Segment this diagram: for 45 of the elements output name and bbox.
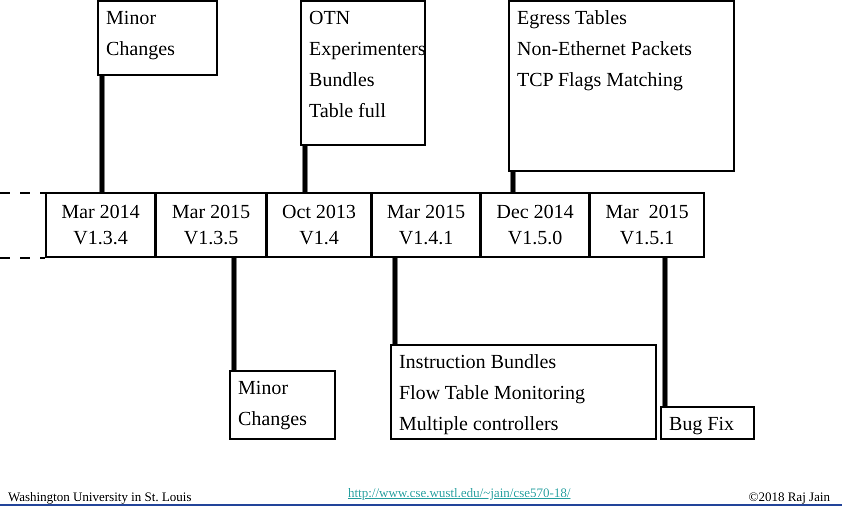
leader-line — [100, 76, 104, 192]
version-box — [45, 192, 156, 258]
version-number: V1.3.5 — [184, 226, 238, 251]
feature-text: Multiple controllers — [399, 412, 560, 437]
feature-text: Instruction Bundles — [399, 350, 558, 375]
version-number: V1.3.4 — [73, 226, 128, 251]
release-date: Mar 2015 — [172, 200, 250, 225]
feature-text: Egress Tables — [517, 6, 628, 31]
callout-box — [97, 0, 218, 76]
callout-box — [300, 0, 426, 146]
feature-text: Minor Changes — [238, 376, 308, 432]
release-date: Oct 2013 — [282, 200, 356, 225]
version-number: V1.5.0 — [508, 226, 562, 251]
feature-text: OTN — [309, 6, 352, 31]
version-box — [480, 192, 590, 258]
release-date: Mar 2015 — [605, 200, 689, 225]
footer-link: http://www.cse.wustl.edu/~jain/cse570-18/ — [348, 484, 570, 502]
release-date: Mar 2014 — [61, 200, 140, 225]
leader-line — [662, 258, 668, 406]
leader-line — [510, 172, 516, 192]
release-date: Mar 2015 — [386, 200, 466, 225]
leader-line — [232, 258, 236, 370]
version-number: V1.5.1 — [620, 226, 674, 251]
release-date: Dec 2014 — [496, 200, 574, 225]
leader-line — [302, 146, 308, 192]
feature-text: Bundles — [309, 68, 376, 93]
version-number: V1.4.1 — [398, 226, 454, 251]
feature-text: Flow Table Monitoring — [399, 381, 586, 406]
copyright-text: ©2018 Raj Jain — [748, 488, 830, 506]
callout-box — [390, 344, 657, 440]
feature-text: Bug Fix — [669, 412, 736, 437]
version-box — [155, 192, 267, 258]
footer-text: Washington University in St. Louis — [8, 488, 192, 506]
version-box — [589, 192, 705, 258]
callout-box — [660, 406, 755, 440]
leader-line — [392, 258, 398, 344]
callout-box — [229, 370, 336, 440]
feature-text: TCP Flags Matching — [517, 68, 684, 93]
version-box — [371, 192, 481, 258]
feature-text: Table full — [309, 99, 387, 124]
feature-text: Minor Changes — [106, 6, 176, 62]
feature-text: Non-Ethernet Packets — [517, 37, 693, 62]
version-number: V1.4 — [299, 226, 339, 251]
callout-box — [508, 0, 735, 172]
version-box — [266, 192, 372, 258]
